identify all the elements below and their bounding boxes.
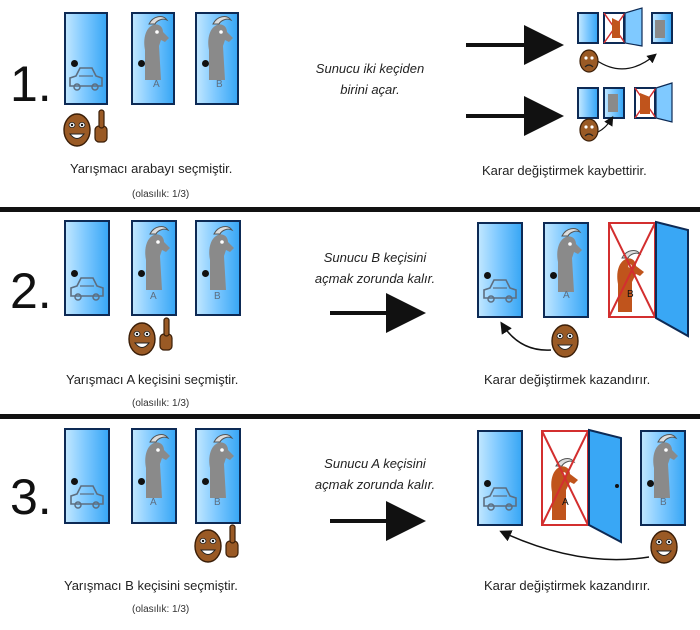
door-car: [64, 428, 110, 524]
result-door-car: [477, 222, 523, 318]
door-car: [64, 220, 110, 316]
host-action-line2: birini açar.: [340, 82, 400, 97]
host-action: Sunucu iki keçiden birini açar.: [290, 58, 450, 100]
row-number: 3.: [10, 469, 52, 525]
choice-caption: Yarışmacı B keçisini seçmiştir.: [64, 578, 238, 593]
goat-label-a: A: [150, 291, 157, 302]
host-action-line2: açmak zorunda kalır.: [314, 271, 436, 286]
host-action-line1: Sunucu A keçisini: [324, 456, 426, 471]
result-door-car: [477, 430, 523, 526]
outcome-label-a: A: [562, 497, 569, 508]
goat-label-a: A: [153, 79, 160, 90]
host-action-line1: Sunucu B keçisini: [323, 250, 427, 265]
probability-label: (olasılık: 1/3): [132, 604, 190, 615]
host-action-line2: açmak zorunda kalır.: [314, 477, 436, 492]
goat-label-a: A: [150, 497, 157, 508]
mini-door-car-1: [577, 12, 599, 44]
row-divider-2: [0, 414, 700, 419]
probability-label: (olasılık: 1/3): [132, 189, 190, 200]
row-number: 1.: [10, 56, 52, 112]
row-number: 2.: [10, 263, 52, 319]
outcome-label-b: B: [660, 497, 667, 508]
result-caption: Karar değiştirmek kaybettirir.: [482, 163, 647, 178]
host-action: Sunucu B keçisini açmak zorunda kalır.: [300, 247, 450, 289]
host-action-line1: Sunucu iki keçiden: [315, 61, 425, 76]
choice-caption: Yarışmacı arabayı seçmiştir.: [70, 161, 233, 176]
result-caption: Karar değiştirmek kazandırır.: [484, 372, 651, 387]
mini-door-car-2: [577, 87, 599, 119]
result-caption: Karar değiştirmek kazandırır.: [484, 578, 651, 593]
row-divider-1: [0, 207, 700, 212]
goat-label-b: B: [216, 79, 223, 90]
outcome-label-b: B: [627, 289, 634, 300]
host-action: Sunucu A keçisini açmak zorunda kalır.: [300, 453, 450, 495]
goat-label-b: B: [214, 497, 221, 508]
door-car: [64, 12, 108, 105]
choice-caption: Yarışmacı A keçisini seçmiştir.: [66, 372, 239, 387]
probability-label: (olasılık: 1/3): [132, 398, 190, 409]
outcome-label-a: A: [563, 290, 570, 301]
goat-label-b: B: [214, 291, 221, 302]
